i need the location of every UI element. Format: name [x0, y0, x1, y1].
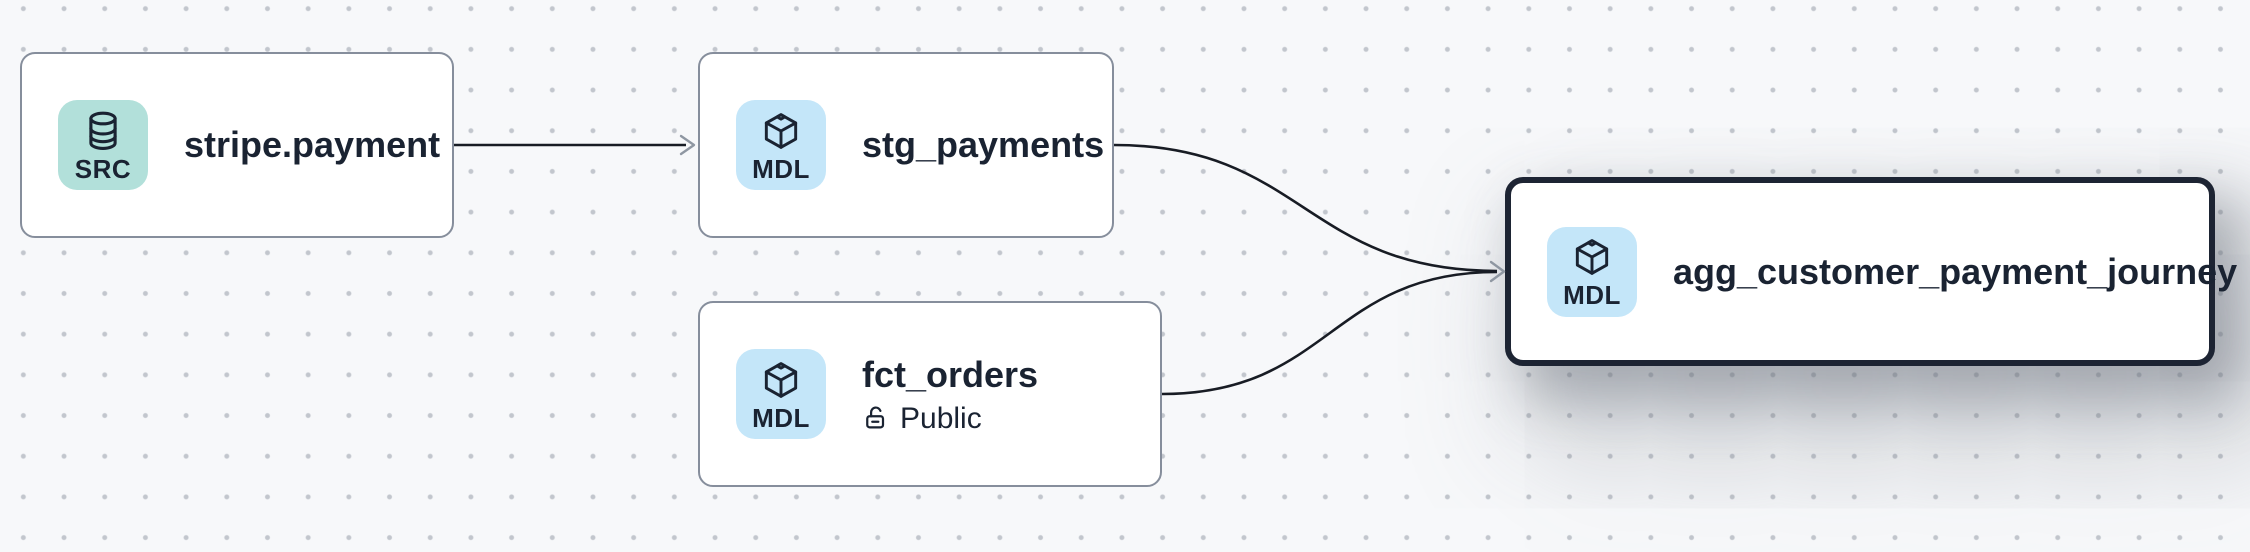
model-type-badge: MDL [736, 349, 826, 439]
edge-fct-orders-to-agg[interactable] [1161, 270, 1498, 396]
cube-icon [1575, 239, 1609, 275]
model-type-badge: MDL [1547, 226, 1637, 317]
node-title: stripe.payment [184, 124, 441, 166]
node-title: fct_orders [862, 354, 1039, 396]
cube-icon [764, 361, 798, 398]
node-stripe-payment[interactable]: SRC stripe.payment [20, 52, 454, 238]
arrowhead-icon [679, 134, 696, 156]
badge-label: MDL [1563, 280, 1621, 310]
node-title: stg_payments [862, 124, 1105, 166]
badge-label: MDL [752, 153, 810, 184]
access-level-label: Public [862, 402, 1038, 435]
unlock-icon [866, 406, 885, 429]
cube-icon [764, 112, 798, 149]
node-stg-payments[interactable]: MDL stg_payments [698, 52, 1114, 238]
badge-label: SRC [74, 153, 132, 184]
badge-label: MDL [752, 402, 810, 433]
database-icon [89, 111, 117, 150]
node-title: agg_customer_payment_journey [1673, 250, 2238, 292]
node-agg-customer-payment-journey[interactable]: MDL agg_customer_payment_journey [1505, 177, 2238, 366]
edge-stg-payments-to-agg[interactable] [1113, 143, 1498, 273]
source-type-badge: SRC [58, 100, 148, 190]
access-level-text: Public [900, 401, 982, 435]
arrowhead-icon [1489, 260, 1506, 283]
node-fct-orders[interactable]: MDL fct_orders Public [698, 301, 1162, 487]
model-type-badge: MDL [736, 100, 826, 190]
